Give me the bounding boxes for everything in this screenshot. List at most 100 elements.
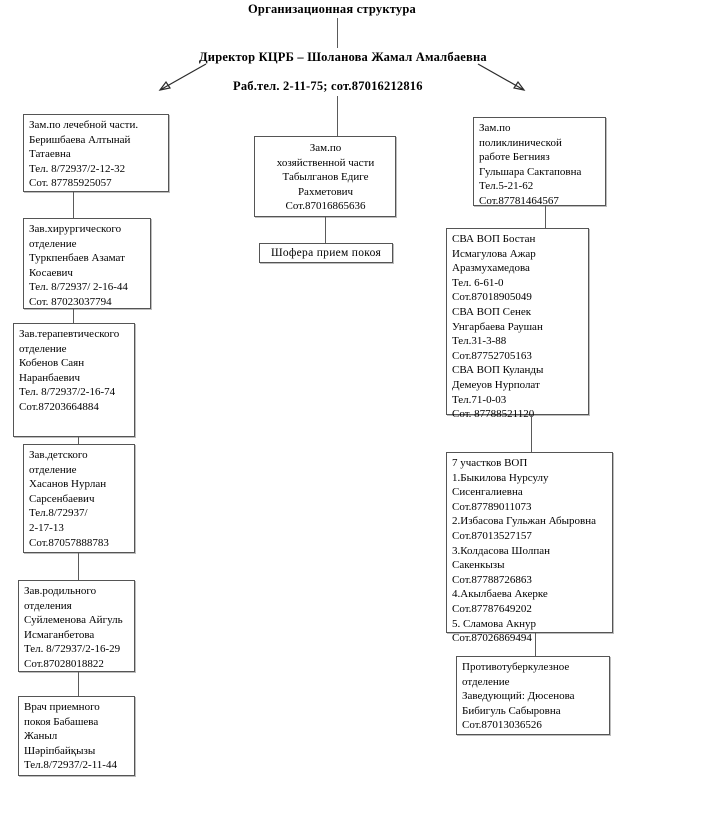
node-line: Тел.5-21-62 — [479, 180, 534, 193]
node-line: Тел.8/72937/2-11-44 — [24, 759, 117, 772]
connector-right-1 — [545, 206, 546, 228]
node-line: Табылганов Едиге — [282, 171, 369, 184]
node-line: Сот.87013527157 — [452, 529, 532, 542]
node-line: хозяйственной части — [276, 156, 375, 169]
node-line: Сот.87016865636 — [285, 200, 366, 213]
node-head-therapeutic-department[interactable]: Зав.терапевтического отделение Кобенов С… — [13, 323, 135, 437]
node-line: Сот.87781464567 — [479, 194, 559, 207]
connector-right-2 — [531, 415, 532, 452]
node-line: Тел.31-3-88 — [452, 335, 507, 348]
node-line: Сот.87026869494 — [452, 632, 532, 645]
node-line: Сот.87028018822 — [24, 657, 104, 670]
node-line: Противотуберкулезное — [462, 661, 570, 673]
node-line: Зав.терапевтического — [19, 328, 120, 340]
node-line: Заведующий: Дюсенова — [462, 690, 575, 703]
node-line: отделение — [19, 342, 67, 355]
node-line: Тел. 8/72937/2-16-74 — [19, 386, 116, 399]
connector-left-2 — [73, 309, 74, 323]
node-line: Сот.87787649202 — [452, 602, 532, 615]
node-line: 1.Быкилова Нурсулу — [452, 471, 549, 484]
node-line: 7 участков ВОП — [452, 457, 528, 469]
node-drivers-admission-ward[interactable]: Шофера прием покоя — [259, 243, 393, 263]
connector-center-1 — [325, 217, 326, 244]
node-line: Зав.детского — [29, 449, 88, 461]
node-line: 2.Избасова Гульжан Абыровна — [452, 515, 596, 528]
node-admission-ward-doctor[interactable]: Врач приемного покоя Бабашева Жаныл Шәрі… — [18, 696, 135, 776]
node-line: Тел.71-0-03 — [452, 393, 507, 406]
node-line: Сакенкызы — [452, 559, 505, 572]
node-line: Сот.87057888783 — [29, 536, 109, 549]
node-line: Аразмухамедова — [452, 262, 530, 275]
connector-left-1 — [73, 192, 74, 218]
director-title-line: Директор КЦРБ – Шоланова Жамал Амалбаевн… — [199, 50, 487, 64]
connector-title-to-director — [337, 18, 338, 48]
connector-left-4 — [78, 553, 79, 580]
node-line: Суйлеменова Айгуль — [24, 614, 123, 627]
node-line: Косаевич — [29, 266, 73, 279]
node-line: Сот. 87785925057 — [29, 177, 112, 190]
node-line: Сот.87203664884 — [19, 400, 99, 413]
node-sva-vop-list[interactable]: СВА ВОП Бостан Исмагулова Ажар Аразмухам… — [446, 228, 589, 420]
node-line: Врач приемного — [24, 701, 100, 713]
node-line: отделение — [29, 463, 77, 476]
node-line: Исмагулова Ажар — [452, 247, 536, 260]
node-line: отделение — [462, 675, 510, 688]
node-line: Зам.по — [479, 122, 511, 134]
node-head-surgical-department[interactable]: Зав.хирургического отделение Туркпенбаев… — [23, 218, 151, 309]
node-line: Сот.87018905049 — [452, 291, 532, 304]
node-line: Хасанов Нурлан — [29, 478, 107, 491]
node-line: Рахметович — [297, 185, 354, 198]
node-line: СВА ВОП Бостан — [452, 233, 536, 245]
node-line: Зам.по — [309, 142, 342, 154]
node-line: Сот.87789011073 — [452, 500, 532, 513]
node-line: 3.Колдасова Шолпан — [452, 544, 551, 557]
node-line: 2-17-13 — [29, 521, 64, 534]
node-line: Зав.хирургического — [29, 223, 122, 235]
node-line: 5. Сламова Акнур — [452, 617, 537, 630]
node-line: Гульшара Сактаповна — [479, 165, 582, 178]
connector-left-5 — [78, 672, 79, 696]
page-title: Организационная структура — [248, 2, 416, 16]
node-line: Шофера прием покоя — [270, 247, 382, 259]
node-line: Тел. 8/72937/2-16-29 — [24, 643, 121, 656]
node-head-children-department[interactable]: Зав.детского отделение Хасанов Нурлан Са… — [23, 444, 135, 553]
node-line: Сот.87752705163 — [452, 349, 532, 362]
node-line: Унгарбаева Раушан — [452, 320, 543, 333]
node-line: Жаныл — [24, 730, 58, 743]
node-line: отделения — [24, 599, 72, 612]
node-line: СВА ВОП Куланды — [452, 364, 544, 377]
node-line: СВА ВОП Сенек — [452, 305, 532, 318]
node-dep-economic-affairs[interactable]: Зам.по хозяйственной части Табылганов Ед… — [254, 136, 396, 217]
node-line: Беришбаева Алтынай — [29, 133, 131, 146]
node-line: Бибигуль Сабыровна — [462, 704, 561, 717]
node-dep-medical-affairs[interactable]: Зам.по лечебной части. Беришбаева Алтына… — [23, 114, 169, 192]
node-line: Тел. 8/72937/2-12-32 — [29, 162, 126, 175]
connector-right-3 — [535, 633, 536, 656]
node-line: Наранбаевич — [19, 371, 81, 384]
node-line: Исмаганбетова — [24, 628, 95, 641]
node-line: 4.Акылбаева Акерке — [452, 588, 548, 601]
connector-director-to-center — [337, 96, 338, 136]
node-dep-polyclinic-work[interactable]: Зам.по поликлинической работе Бегнияз Гу… — [473, 117, 606, 207]
node-line: отделение — [29, 237, 77, 250]
connector-arrow-right — [477, 63, 526, 91]
node-line: Тел. 8/72937/ 2-16-44 — [29, 281, 128, 294]
node-line: Тел. 6-61-0 — [452, 276, 504, 289]
node-seven-vop-districts[interactable]: 7 участков ВОП 1.Быкилова Нурсулу Сисенг… — [446, 452, 613, 644]
director-phones-line: Раб.тел. 2-11-75; сот.87016212816 — [233, 79, 423, 93]
node-line: Демеуов Нурполат — [452, 378, 540, 391]
node-anti-tuberculosis-department[interactable]: Противотуберкулезное отделение Заведующи… — [456, 656, 610, 735]
node-line: Сот. 87788521120 — [452, 408, 535, 421]
node-line: работе Бегнияз — [479, 151, 550, 164]
node-line: Тел.8/72937/ — [29, 507, 88, 520]
node-line: покоя Бабашева — [24, 715, 99, 728]
node-head-maternity-department[interactable]: Зав.родильного отделения Суйлеменова Айг… — [18, 580, 135, 672]
node-line: поликлинической — [479, 136, 562, 149]
node-line: Зам.по лечебной части. — [29, 119, 139, 131]
node-line: Зав.родильного — [24, 585, 97, 597]
node-line: Шәріпбайқызы — [24, 744, 96, 757]
connector-left-3 — [78, 437, 79, 444]
node-line: Сарсенбаевич — [29, 492, 95, 505]
node-line: Сот. 87023037794 — [29, 295, 112, 308]
